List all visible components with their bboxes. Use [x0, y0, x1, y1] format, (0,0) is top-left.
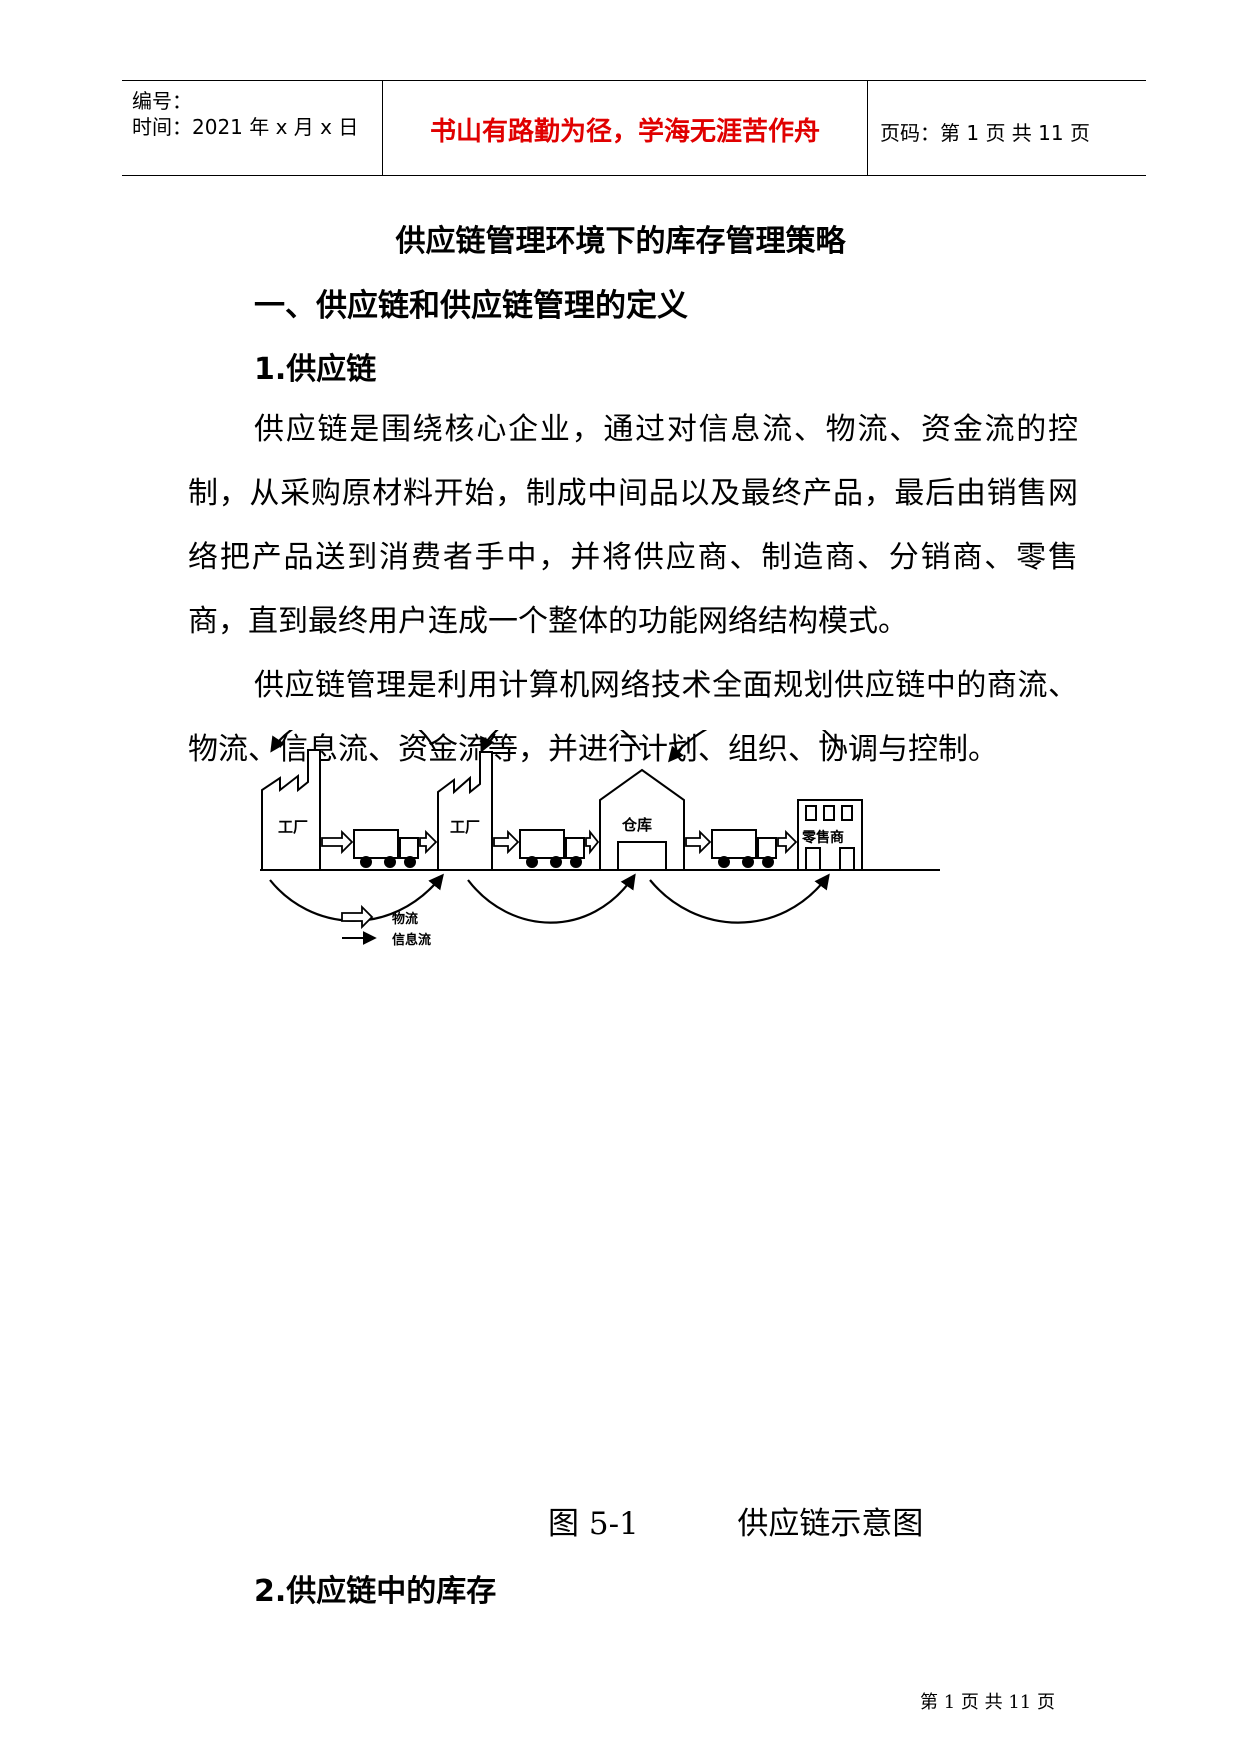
retailer-label: 零售商: [801, 829, 844, 846]
truck-icon: [519, 829, 585, 868]
paragraph-supply-chain-definition: 供应链是围绕核心企业，通过对信息流、物流、资金流的控制，从采购原材料开始，制成中…: [188, 412, 1078, 639]
subsection-heading-supply-chain: 1.供应链: [254, 352, 377, 387]
factory-1-icon: [261, 749, 321, 871]
header-right-cell: 页码：第 1 页 共 11 页: [868, 81, 1146, 175]
header-left-cell: 编号： 时间：2021 年 x 月 x 日: [122, 81, 382, 175]
page-footer: 第 1 页 共 11 页: [920, 1692, 1055, 1713]
warehouse-icon: [599, 768, 685, 871]
figure-caption: 图 5-1 供应链示意图: [548, 1506, 924, 1542]
warehouse-label: 仓库: [621, 816, 652, 834]
page-header: 编号： 时间：2021 年 x 月 x 日 书山有路勤为径，学海无涯苦作舟 页码…: [122, 80, 1146, 176]
subsection-heading-inventory: 2.供应链中的库存: [254, 1574, 497, 1609]
diagram-legend: 物流 信息流: [341, 904, 431, 948]
document-time-label: 时间：2021 年 x 月 x 日: [132, 115, 359, 139]
information-flow-arcs: [269, 730, 841, 924]
supply-chain-diagram: 工厂 工厂 仓库 零售商: [260, 730, 940, 948]
document-number-label: 编号：: [132, 89, 192, 113]
section-heading-1: 一、供应链和供应链管理的定义: [254, 288, 688, 324]
header-page-label: 页码：第 1 页 共 11 页: [880, 121, 1090, 145]
paragraph-supply-chain-management: 供应链管理是利用计算机网络技术全面规划供应链中的商流、物流、信息流、资金流等，并…: [188, 668, 1078, 767]
legend-material-flow: 物流: [392, 911, 418, 927]
factory-2-label: 工厂: [450, 818, 480, 836]
truck-icon: [711, 829, 777, 868]
material-flow-arrow-icon: [321, 829, 798, 855]
document-title: 供应链管理环境下的库存管理策略: [395, 224, 846, 259]
header-motto: 书山有路勤为径，学海无涯苦作舟: [429, 117, 820, 147]
retailer-icon: [797, 799, 863, 871]
factory-2-icon: [437, 751, 493, 871]
material-flow-legend-icon: [341, 904, 374, 930]
factory-1-label: 工厂: [278, 818, 308, 836]
legend-information-flow: 信息流: [392, 932, 431, 948]
truck-icon: [353, 829, 419, 868]
header-center-cell: 书山有路勤为径，学海无涯苦作舟: [382, 81, 868, 175]
